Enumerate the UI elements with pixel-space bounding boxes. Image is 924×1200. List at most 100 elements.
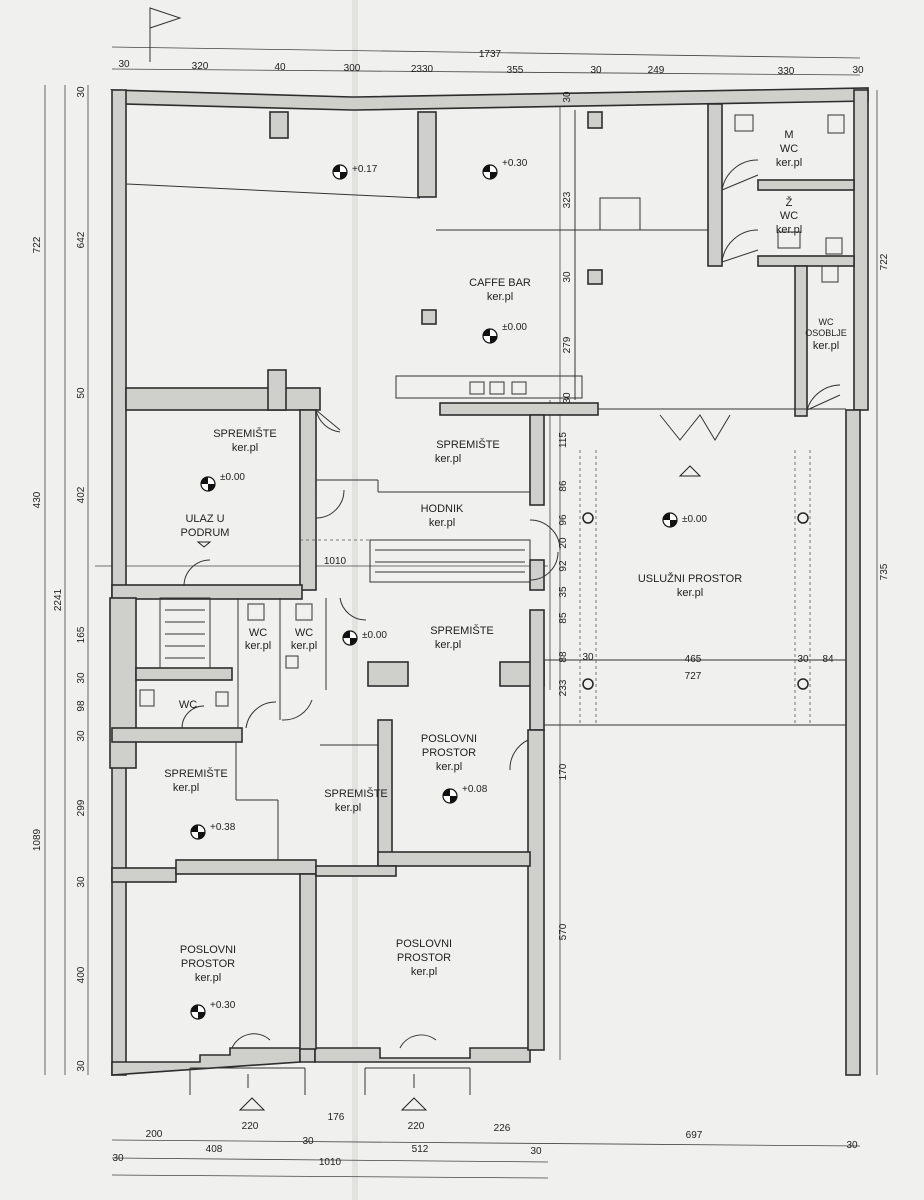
- walls: [109, 87, 869, 1076]
- room-floor: ker.pl: [435, 639, 461, 651]
- dim-label: 722: [32, 236, 43, 253]
- dim-label: 1010: [319, 1157, 342, 1168]
- room-name-poslovni: POSLOVNI: [396, 938, 452, 950]
- room-name-wc: WC: [179, 699, 197, 711]
- dim-label: 1089: [32, 828, 43, 851]
- interior-lines: [125, 110, 846, 1095]
- room-name-poslovni: POSLOVNI: [180, 944, 236, 956]
- dim-label: 30: [846, 1140, 858, 1151]
- room-floor: ker.pl: [776, 224, 802, 236]
- dim-label: 330: [778, 66, 795, 77]
- room-name-prostor: PROSTOR: [397, 952, 451, 964]
- entrance-arrows: [238, 465, 702, 1111]
- room-name-prostor: PROSTOR: [422, 747, 476, 759]
- dim-label: 355: [507, 65, 524, 76]
- dim-label: 512: [412, 1144, 429, 1155]
- level-label: +0.08: [462, 784, 488, 795]
- room-name-hodnik: HODNIK: [421, 503, 464, 515]
- room-name-spremiste: SPREMIŠTE: [436, 438, 500, 451]
- room-name-wc: WC: [780, 143, 798, 155]
- room-name-wc: WC: [295, 627, 313, 639]
- room-name-wc: WC: [819, 317, 834, 327]
- columns: [582, 512, 809, 690]
- room-floor: ker.pl: [813, 340, 839, 352]
- dimension-lines: [44, 46, 878, 1179]
- room-floor: ker.pl: [411, 966, 437, 978]
- dim-label: 697: [686, 1130, 703, 1141]
- room-name-spremiste: SPREMIŠTE: [164, 767, 228, 780]
- dim-label: 40: [274, 62, 286, 73]
- dim-label: 176: [328, 1112, 345, 1123]
- dimension-labels: 1737 30 320 40 300 2330 355 30 249 330 3…: [32, 49, 890, 1168]
- room-floor: ker.pl: [487, 291, 513, 303]
- room-name-spremiste: SPREMIŠTE: [324, 787, 388, 800]
- dim-label: 86: [558, 480, 569, 492]
- dim-label: 30: [530, 1146, 542, 1157]
- dim-label: 30: [582, 652, 594, 663]
- dim-label: 30: [797, 654, 809, 665]
- dim-label: 96: [558, 514, 569, 526]
- dim-label: 20: [558, 537, 569, 549]
- dim-label: 226: [494, 1123, 511, 1134]
- wc-fixtures: [139, 114, 845, 707]
- dim-label: 727: [685, 671, 702, 682]
- dim-label: 30: [76, 672, 87, 684]
- dim-label: 84: [822, 654, 834, 665]
- dim-label: 220: [408, 1121, 425, 1132]
- room-name-wc: WC: [249, 627, 267, 639]
- dim-label: 35: [558, 586, 569, 598]
- room-name-spremiste: SPREMIŠTE: [213, 427, 277, 440]
- room-floor: ker.pl: [173, 782, 199, 794]
- room-floor: ker.pl: [776, 157, 802, 169]
- dim-label: 2241: [53, 588, 64, 611]
- dim-label: 735: [879, 563, 890, 580]
- room-name-wc: WC: [780, 210, 798, 222]
- dim-label: 30: [76, 86, 87, 98]
- room-floor: ker.pl: [195, 972, 221, 984]
- dim-label: 165: [76, 626, 87, 643]
- room-floor: ker.pl: [335, 802, 361, 814]
- dim-label: 570: [558, 923, 569, 940]
- level-label: +0.30: [210, 1000, 236, 1011]
- dim-label: 249: [648, 65, 665, 76]
- room-name-ulaz: ULAZ U: [185, 513, 224, 525]
- dim-label: 400: [76, 966, 87, 983]
- dim-label: 299: [76, 799, 87, 816]
- dim-label: 300: [344, 63, 361, 74]
- room-floor: ker.pl: [291, 640, 317, 652]
- level-label: ±0.00: [362, 630, 387, 641]
- dim-label: 170: [558, 763, 569, 780]
- door-swings: [181, 159, 841, 1049]
- dim-label: 279: [562, 336, 573, 353]
- dim-label: 30: [112, 1153, 124, 1164]
- dim-label: 85: [558, 612, 569, 624]
- room-name-osoblje: OSOBLJE: [805, 328, 847, 338]
- dim-label: 323: [562, 191, 573, 208]
- room-floor: ker.pl: [429, 517, 455, 529]
- dim-label: 1010: [324, 556, 347, 567]
- dim-label: 30: [562, 392, 573, 404]
- room-name-wc-z: Ž: [786, 196, 793, 209]
- dim-label: 98: [76, 700, 87, 712]
- level-label: ±0.00: [682, 514, 707, 525]
- dim-label: 408: [206, 1144, 223, 1155]
- dim-label: 30: [590, 65, 602, 76]
- dim-label: 233: [558, 679, 569, 696]
- dim-label: 115: [558, 432, 569, 448]
- room-labels: +0.17 +0.30 CAFFE BAR ker.pl ±0.00 M WC …: [164, 129, 847, 1011]
- dim-label: 402: [76, 486, 87, 503]
- room-name-prostor: PROSTOR: [181, 958, 235, 970]
- dim-label: 30: [562, 271, 573, 283]
- dim-label: 50: [76, 387, 87, 399]
- level-label: ±0.00: [502, 322, 527, 333]
- dim-label: 465: [685, 654, 702, 665]
- dim-label: 30: [562, 91, 573, 103]
- room-floor: ker.pl: [232, 442, 258, 454]
- dim-label: 2330: [411, 64, 434, 75]
- dim-label: 30: [76, 876, 87, 888]
- room-name-usluzni: USLUŽNI PROSTOR: [638, 572, 742, 585]
- room-name-poslovni: POSLOVNI: [421, 733, 477, 745]
- dim-label: 722: [879, 253, 890, 270]
